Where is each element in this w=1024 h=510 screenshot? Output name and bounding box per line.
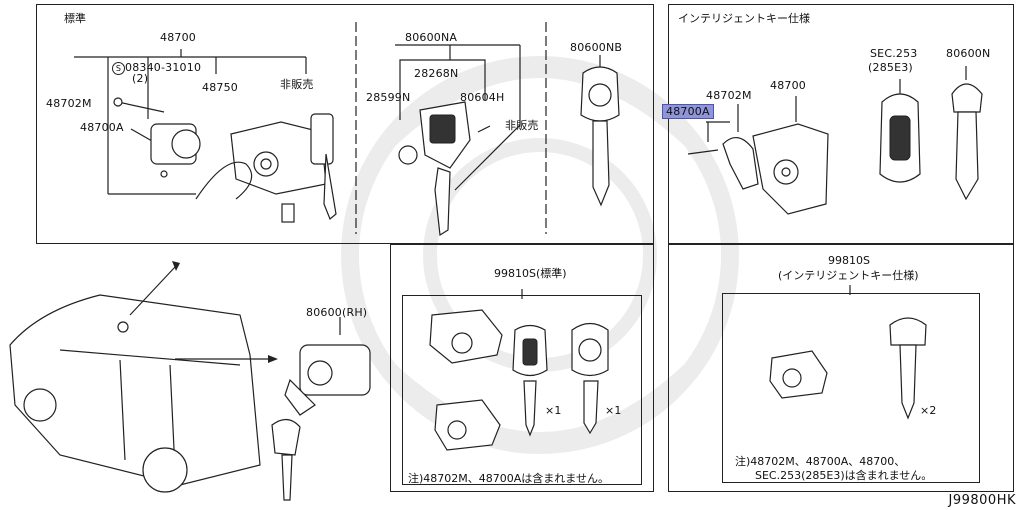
kit-intelligent-note-line1: 注)48702M、48700A、48700、 [735,455,906,468]
ignition-assembly-drawing [74,49,337,223]
label-80600N[interactable]: 80600N [946,47,991,60]
kit-intelligent-frame [722,293,980,483]
label-48700-intelligent[interactable]: 48700 [770,79,806,92]
label-80600NB[interactable]: 80600NB [570,41,623,54]
panel-kit-standard [390,244,654,492]
label-08340-qty: (2) [132,72,149,85]
kit-intelligent-title: 99810S [828,254,870,267]
panel-standard [36,4,654,244]
kit-intelligent-note-line2: SEC.253(285E3)は含まれません。 [755,469,933,482]
label-48700A-highlighted[interactable]: 48700A [662,104,714,119]
diagram-code: J99800HK [948,493,1016,508]
label-48702M[interactable]: 48702M [46,97,92,110]
panel-kit-intelligent [668,244,1014,492]
label-28599N[interactable]: 28599N [366,91,411,104]
kit-standard-parts-drawing [429,289,609,451]
remote-key-drawing [395,44,521,237]
label-sec253-sub: (285E3) [868,61,913,74]
intelligent-key-drawing [687,66,983,215]
kit-standard-qty-remote: ×1 [545,404,562,417]
panel-standard-dividers [355,22,547,234]
kit-intelligent-parts-drawing [769,285,927,420]
panel-intelligent-title: インテリジェントキー仕様 [678,12,810,25]
label-sec253[interactable]: SEC.253 [870,47,918,60]
label-80600RH[interactable]: 80600(RH) [306,306,368,319]
kit-intelligent-subtitle: (インテリジェントキー仕様) [778,269,919,282]
label-48702M-intelligent[interactable]: 48702M [706,89,752,102]
label-48700[interactable]: 48700 [160,31,196,44]
blank-key-drawing [580,55,620,207]
label-80604H[interactable]: 80604H [460,91,505,104]
label-80600NA[interactable]: 80600NA [405,31,458,44]
label-not-sold-1: 非販売 [280,78,314,91]
label-08340-31010[interactable]: 08340-31010 [125,61,202,74]
kit-standard-qty-key: ×1 [605,404,622,417]
label-28268N[interactable]: 28268N [414,67,459,80]
kit-intelligent-qty: ×2 [920,404,937,417]
panel-standard-title: 標準 [64,12,86,25]
kit-standard-note: 注)48702M、48700Aは含まれません。 [408,472,609,485]
label-48700A[interactable]: 48700A [80,121,124,134]
kit-standard-title: 99810S(標準) [494,267,567,280]
panel-intelligent [668,4,1014,244]
vehicle-drawing [9,261,371,501]
label-48750[interactable]: 48750 [202,81,238,94]
label-not-sold-2: 非販売 [505,119,539,132]
screw-symbol-icon: S [112,62,125,75]
